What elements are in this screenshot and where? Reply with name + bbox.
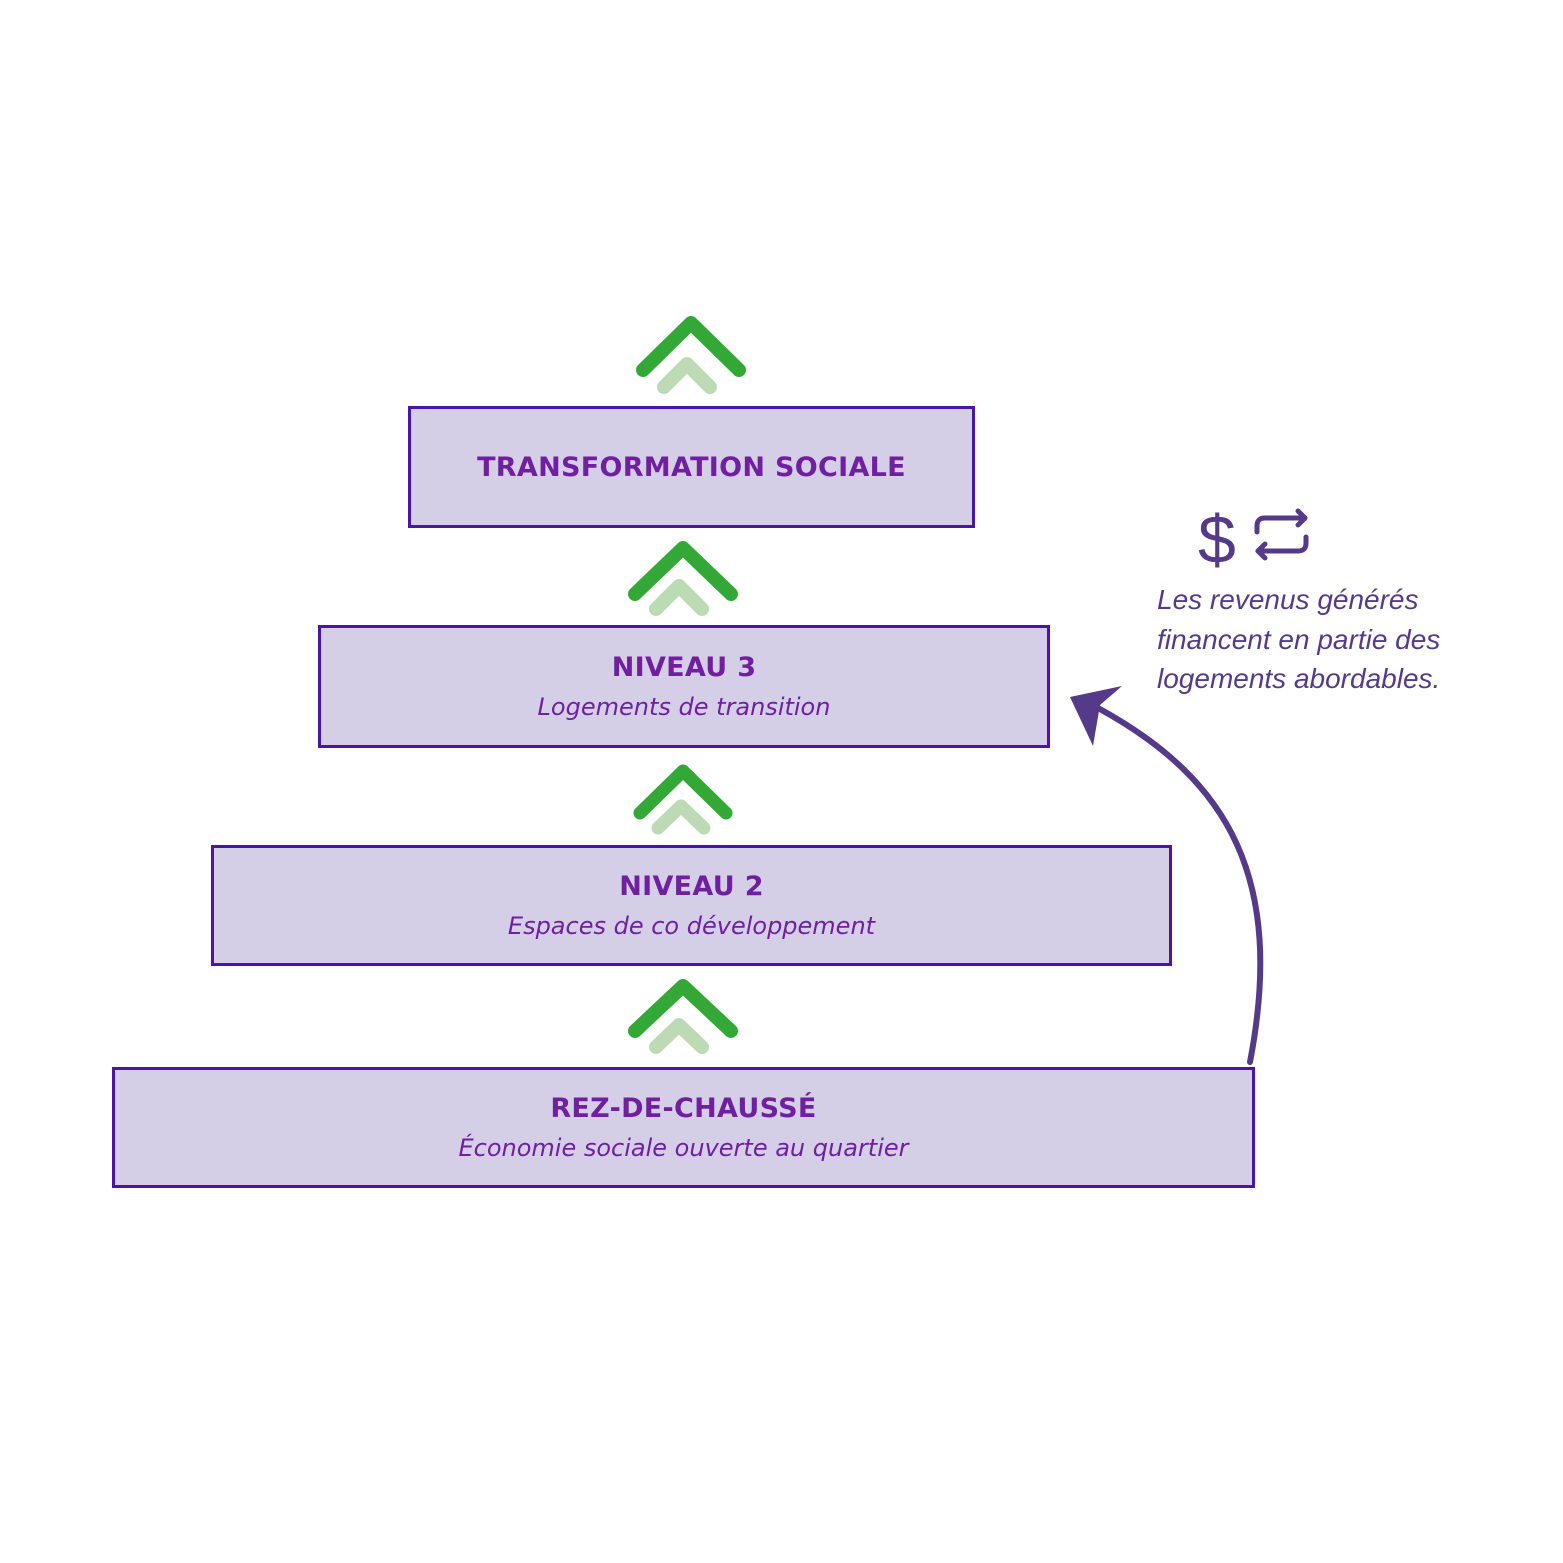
chevron-up-icon — [636, 316, 746, 394]
level-niveau-2: NIVEAU 2 Espaces de co développement — [211, 845, 1172, 966]
level-title: NIVEAU 2 — [619, 871, 764, 902]
level-rez-de-chausse: REZ-DE-CHAUSSÉ Économie sociale ouverte … — [112, 1067, 1255, 1188]
curved-arrow — [1095, 705, 1264, 1065]
level-transformation-sociale: TRANSFORMATION SOCIALE — [408, 406, 975, 528]
level-niveau-3: NIVEAU 3 Logements de transition — [318, 625, 1050, 748]
level-subtitle: Espaces de co développement — [507, 912, 876, 940]
level-title: REZ-DE-CHAUSSÉ — [550, 1093, 817, 1124]
chevron-up-icon — [633, 764, 733, 835]
dollar-icon: $ — [1198, 502, 1236, 578]
arrowhead — [1070, 686, 1122, 746]
revenue-annotation: Les revenus générés financent en partie … — [1157, 584, 1441, 694]
level-subtitle: Logements de transition — [537, 693, 831, 721]
exchange-arrows-icon — [1254, 508, 1309, 561]
chevron-up-icon — [628, 541, 738, 616]
level-title: NIVEAU 3 — [611, 652, 757, 683]
chevron-up-icon — [628, 979, 738, 1054]
level-title: TRANSFORMATION SOCIALE — [477, 451, 906, 483]
level-subtitle: Économie sociale ouverte au quartier — [458, 1134, 909, 1162]
